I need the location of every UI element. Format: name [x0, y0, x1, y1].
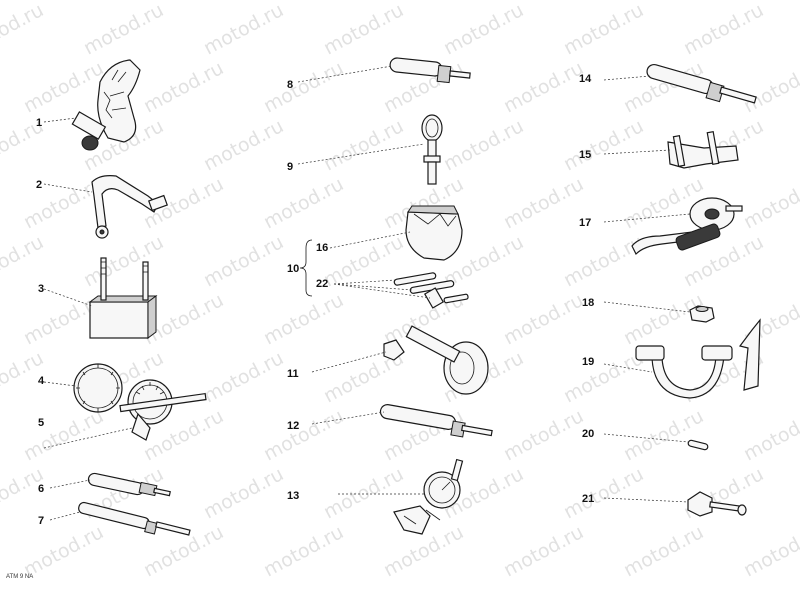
tool-18-nut: [603, 301, 715, 323]
tool-12-stepped-drift: [311, 404, 493, 438]
tool-14-shaft-tool: [603, 63, 757, 104]
callout-17: 17: [579, 217, 592, 229]
callout-4: 4: [38, 375, 45, 387]
callout-12: 12: [287, 420, 300, 432]
tool-20-pin: [603, 433, 709, 451]
callout-2: 2: [36, 179, 43, 191]
tool-19-u-bracket: [603, 318, 761, 399]
tool-8-puller: [297, 57, 471, 84]
callout-15: 15: [579, 149, 592, 161]
callout-16: 16: [316, 242, 329, 254]
callout-8: 8: [287, 79, 294, 91]
tool-16-holder-cup: [329, 205, 463, 261]
tool-22-pin-set: [333, 272, 469, 309]
tool-3-stud-plate: [43, 257, 158, 339]
tool-6-drift: [49, 472, 171, 497]
callout-19: 19: [582, 356, 595, 368]
callout-7: 7: [38, 515, 45, 527]
callout-20: 20: [582, 428, 595, 440]
callout-11: 11: [287, 368, 299, 380]
callout-6: 6: [38, 483, 45, 495]
callout-3: 3: [38, 283, 45, 295]
tool-4-degree-wheel: [43, 363, 123, 413]
callout-21: 21: [582, 493, 595, 505]
callout-5: 5: [38, 417, 45, 429]
callout-13: 13: [287, 490, 300, 502]
tool-7-long-punch: [49, 501, 191, 536]
callout-9: 9: [287, 161, 294, 173]
tool-13-dial-indicator: [338, 458, 464, 535]
bracket-brace: [299, 239, 313, 297]
callout-14: 14: [579, 73, 592, 85]
callout-10: 10: [287, 263, 300, 275]
tool-15-fork-bracket: [603, 131, 739, 169]
callout-1: 1: [36, 117, 43, 129]
tool-21-adjuster: [603, 491, 747, 517]
tool-2-crank-bar: [43, 175, 168, 239]
callout-18: 18: [582, 297, 595, 309]
tool-1-clamp-holder: [43, 59, 141, 151]
tool-5-pointer-bracket: [43, 379, 207, 449]
tool-9-dial-gauge: [297, 114, 443, 185]
callout-22: 22: [316, 278, 329, 290]
drawing-code: ATM 9 NA: [6, 574, 34, 580]
tool-17-disc-handle: [603, 197, 743, 256]
tool-11-ring-puller: [311, 325, 489, 395]
